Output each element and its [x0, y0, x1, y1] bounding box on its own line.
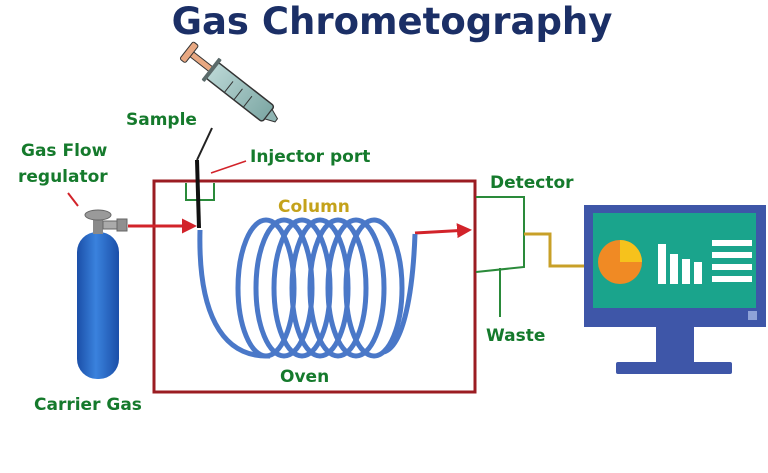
oven-label: Oven: [280, 367, 329, 387]
page-title: Gas Chrometography: [172, 0, 613, 43]
oven-box: [152, 179, 477, 394]
gas-flow-label-line1: Gas Flow: [21, 141, 108, 161]
pie-chart-icon: [598, 240, 642, 284]
detector-cable: [524, 232, 584, 268]
regulator-pointer: [67, 192, 79, 207]
detector-label: Detector: [490, 173, 574, 193]
column-label: Column: [278, 197, 350, 217]
gas-flow-label-line2: regulator: [18, 167, 108, 187]
bar-chart-icon: [658, 240, 752, 284]
detector-block: [475, 196, 525, 317]
column-outlet-arrow: [414, 223, 472, 239]
injector-port-label: Injector port: [250, 147, 370, 167]
waste-label: Waste: [486, 326, 545, 346]
sample-label: Sample: [126, 110, 197, 130]
carrier-gas-label: Carrier Gas: [34, 395, 142, 415]
gas-cylinder-icon: [77, 209, 128, 379]
injector-port-pointer: [210, 160, 247, 174]
column-coil: [197, 217, 418, 359]
computer-monitor-icon: [584, 205, 766, 374]
syringe-icon: [179, 41, 279, 229]
